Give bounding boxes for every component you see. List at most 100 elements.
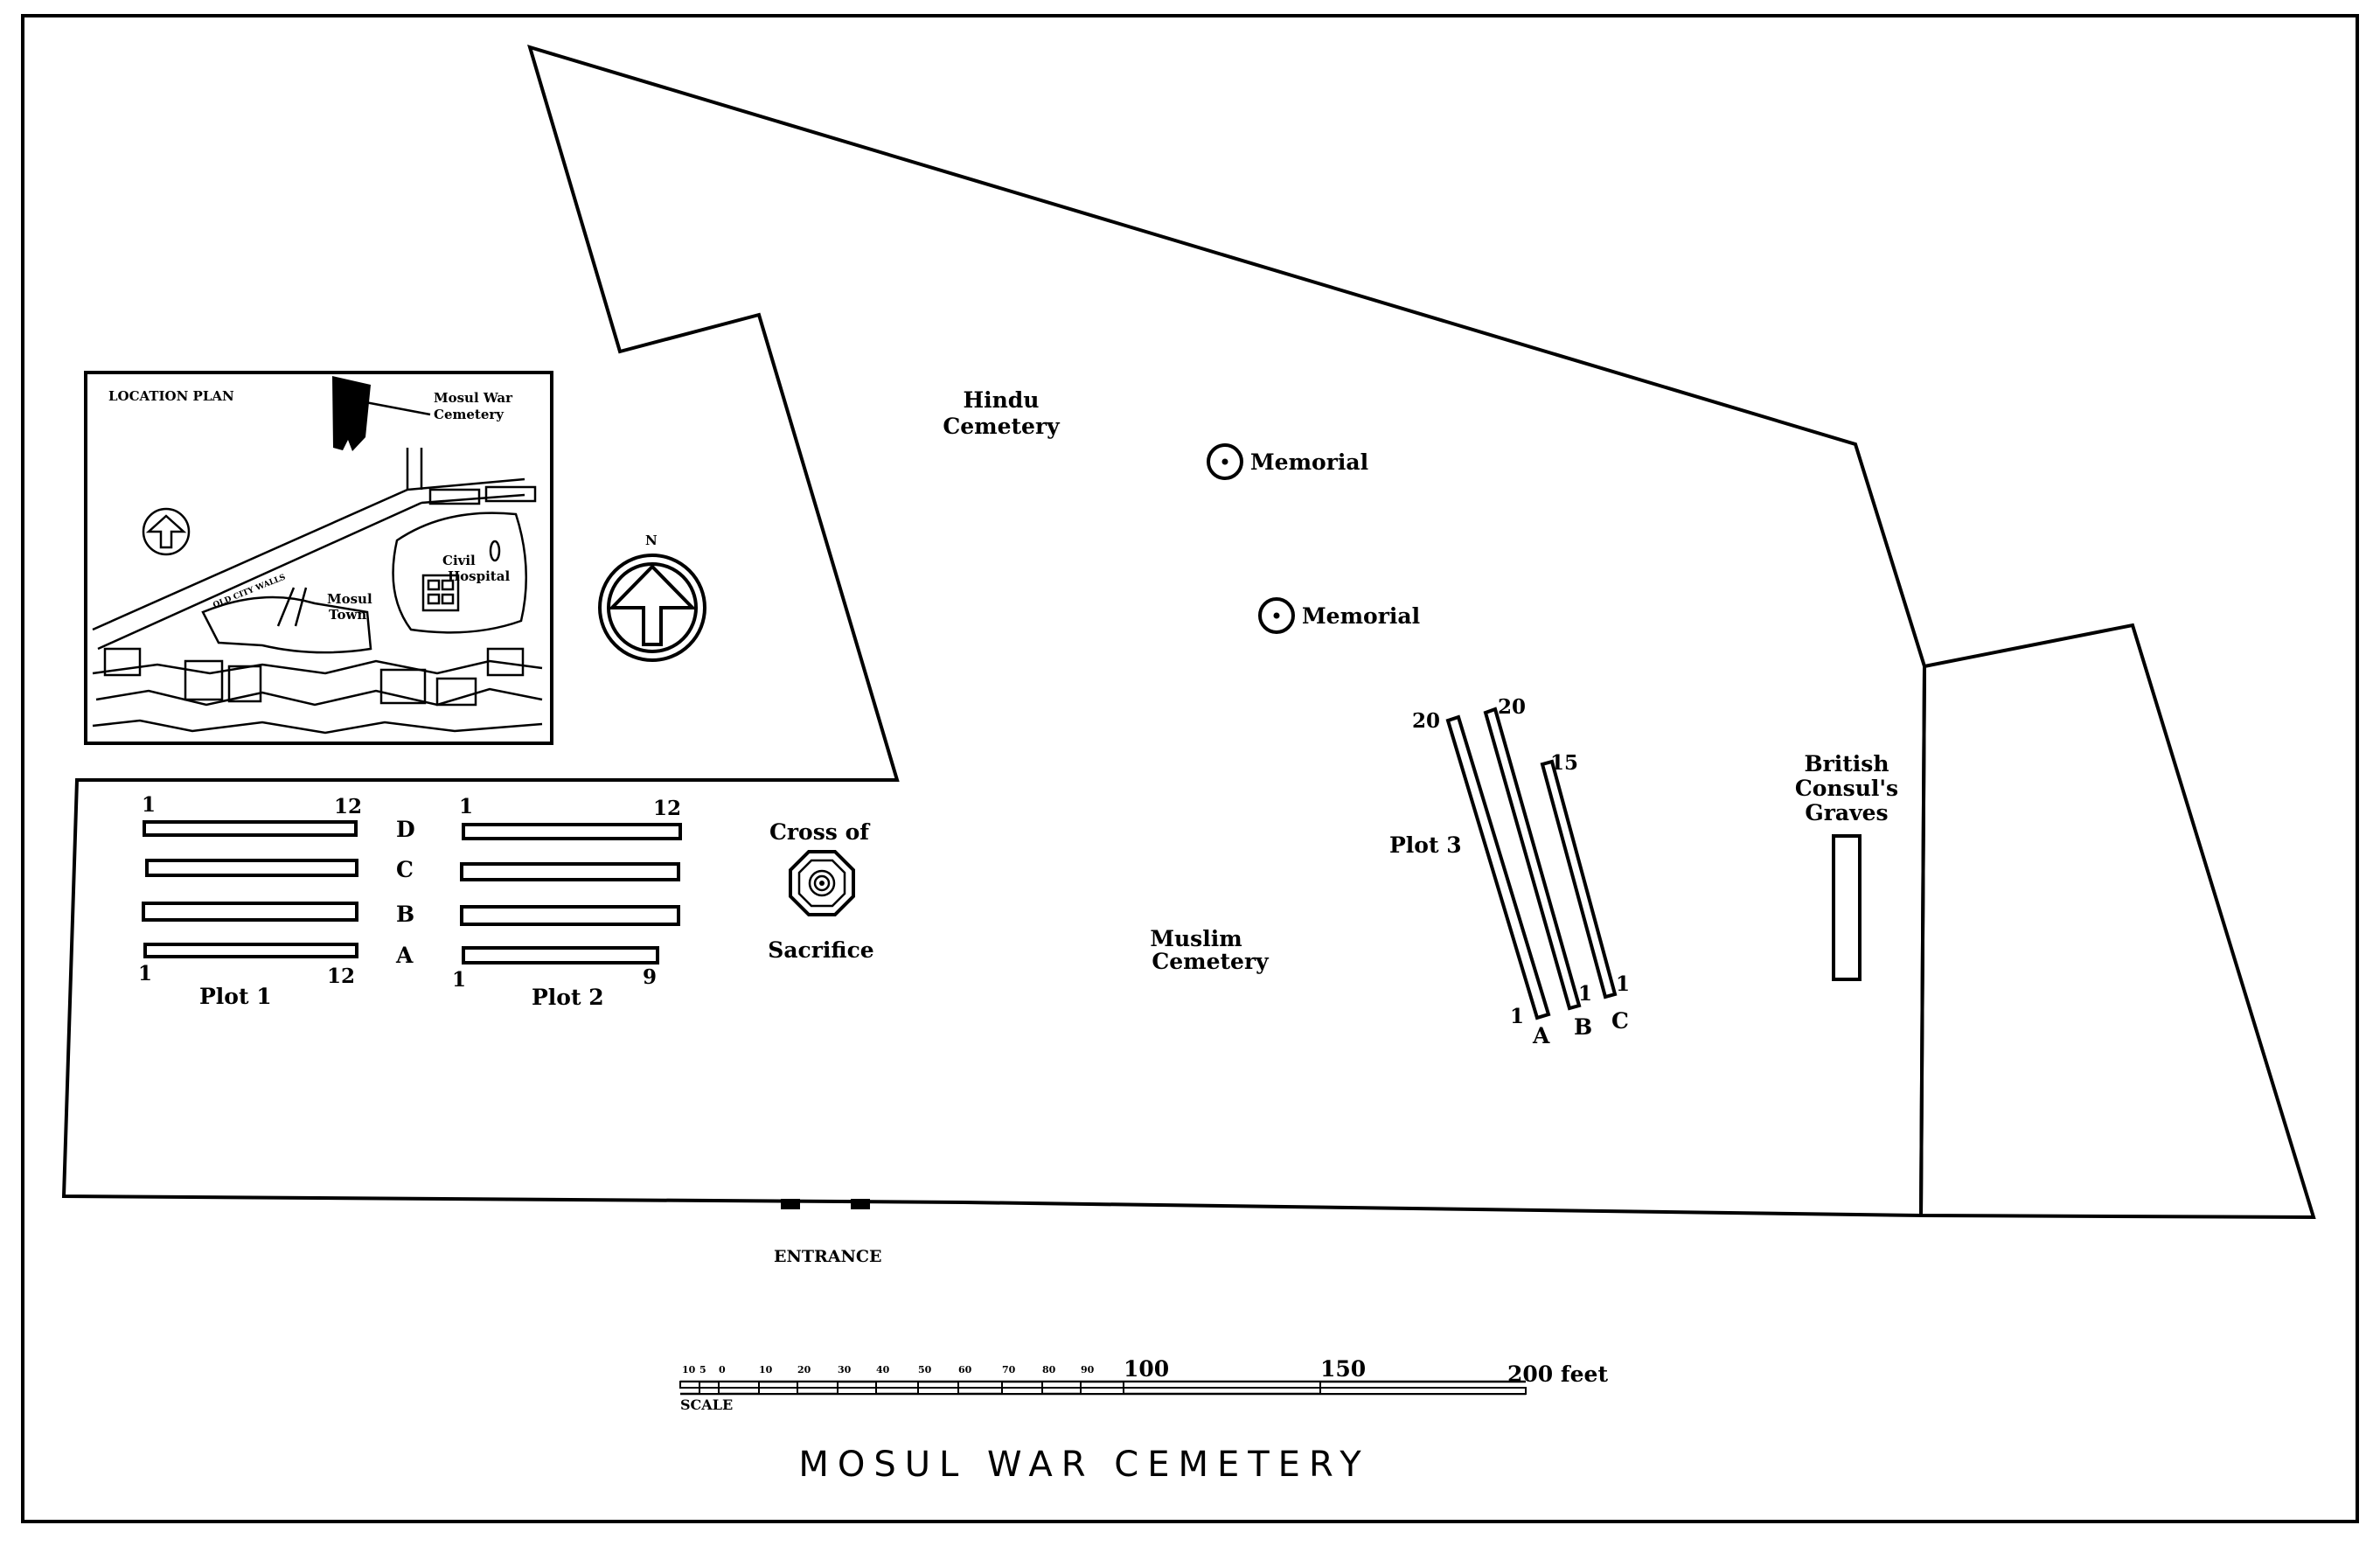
plot3-row-b-letter: B — [1574, 1014, 1592, 1040]
hindu-cemetery-label-1: Hindu — [964, 387, 1040, 413]
plot1-name: Plot 1 — [199, 984, 272, 1009]
scale-segment — [758, 1387, 798, 1395]
scale-end-label: 200 feet — [1507, 1361, 1608, 1387]
row-letter-d: D — [396, 817, 415, 842]
scale-tick-label: 80 — [1042, 1364, 1056, 1375]
plot3-row-c-start: 1 — [1616, 972, 1630, 996]
british-graves-label-1: British — [1804, 751, 1889, 776]
scale-tick-label: 0 — [719, 1364, 726, 1375]
location-plan-title: LOCATION PLAN — [108, 388, 234, 404]
scale-segment — [917, 1387, 959, 1395]
muslim-cemetery-label-1: Muslim — [1150, 926, 1242, 951]
inset-cemetery-label-2: Cemetery — [434, 407, 505, 422]
map-frame — [21, 14, 2359, 1523]
plot2-top-left: 1 — [459, 795, 473, 818]
inset-town-label-2: Town — [329, 607, 366, 623]
scale-segment — [957, 1381, 1003, 1389]
scale-segment — [1041, 1381, 1082, 1389]
gate-post-left — [781, 1199, 800, 1209]
plot3-name: Plot 3 — [1389, 832, 1462, 858]
memorial-south: Memorial — [1258, 597, 1420, 634]
plot2-row-a — [462, 946, 659, 965]
plot1-top-right: 12 — [334, 795, 362, 818]
map-title: MOSUL WAR CEMETERY — [798, 1445, 1369, 1485]
plot3-row-c — [1540, 759, 1618, 999]
scale-major-label: 150 — [1320, 1356, 1366, 1382]
location-plan-frame — [84, 371, 553, 745]
plot1-row-a — [143, 943, 358, 958]
row-letter-b: B — [396, 902, 414, 927]
cross-label-2: Sacrifice — [768, 937, 873, 963]
row-letter-c: C — [396, 857, 414, 882]
inset-hospital-label-1: Civil — [442, 553, 476, 568]
memorial-south-label: Memorial — [1302, 603, 1420, 629]
plot3-row-a — [1445, 714, 1551, 1020]
plot-2: 1 12 1 9 Plot 2 — [452, 795, 682, 1010]
muslim-cemetery-label-2: Cemetery — [1152, 949, 1270, 974]
scale-tick-label: 40 — [876, 1364, 890, 1375]
scale-tick-label: 10 — [682, 1364, 696, 1375]
scale-tick-label: 70 — [1002, 1364, 1016, 1375]
row-letter-a: A — [395, 943, 414, 968]
plot3-row-a-end: 20 — [1412, 709, 1440, 733]
plot3-row-c-letter: C — [1611, 1008, 1629, 1034]
plot1-top-left: 1 — [142, 793, 156, 817]
gate-post-right — [851, 1199, 870, 1209]
plot1-bottom-right: 12 — [327, 965, 355, 988]
plot2-row-b — [460, 905, 680, 926]
scale-major-label: 100 — [1124, 1356, 1169, 1382]
cross-of-sacrifice: Cross of Sacrifice — [768, 819, 873, 963]
entrance-label: ENTRANCE — [774, 1247, 882, 1266]
location-plan-inset: LOCATION PLAN Mosul War Cemetery OLD CIT… — [84, 371, 553, 745]
memorial-north: Memorial — [1207, 443, 1368, 480]
inset-cemetery-label-1: Mosul War — [434, 390, 513, 406]
scale-tick-label: 50 — [918, 1364, 932, 1375]
scale-tick-label: 30 — [838, 1364, 852, 1375]
plot1-row-c — [145, 859, 358, 877]
plot2-row-c — [460, 862, 680, 881]
plot2-name: Plot 2 — [532, 985, 604, 1010]
british-graves-label-3: Graves — [1805, 800, 1888, 825]
inset-town-label-1: Mosul — [327, 591, 372, 607]
scale-segment — [1123, 1381, 1321, 1389]
cemetery-boundary — [61, 45, 1927, 1218]
scale-segment — [679, 1381, 700, 1389]
plot2-bottom-left: 1 — [452, 968, 466, 992]
scale-tick-label: 60 — [958, 1364, 972, 1375]
plot2-top-right: 12 — [653, 797, 681, 820]
plot1-row-d — [143, 820, 358, 837]
scale-segment — [1001, 1387, 1043, 1395]
inset-cemetery-shape — [332, 376, 371, 451]
plot3-row-b-start: 1 — [1578, 982, 1592, 1006]
plot2-bottom-right: 9 — [643, 965, 657, 989]
scale-label: SCALE — [680, 1396, 733, 1413]
cross-label-1: Cross of — [769, 819, 871, 845]
plot1-row-b — [142, 902, 358, 922]
scale-segment — [1319, 1387, 1527, 1395]
memorial-north-label: Memorial — [1250, 449, 1368, 475]
scale-segment — [837, 1387, 877, 1395]
plot2-row-d — [462, 823, 682, 840]
plot3-row-a-start: 1 — [1510, 1005, 1524, 1028]
scale-tick-label: 10 — [759, 1364, 773, 1375]
scale-tick-label: 5 — [699, 1364, 706, 1375]
inset-hospital-label-2: Hospital — [448, 568, 510, 584]
scale-tick-label: 90 — [1081, 1364, 1095, 1375]
plot3-row-a-letter: A — [1532, 1023, 1550, 1048]
scale-segment — [718, 1381, 760, 1389]
scale-segment — [699, 1387, 720, 1395]
north-label: N — [645, 533, 658, 548]
british-graves-plot — [1832, 834, 1862, 981]
scale-tick-label: 20 — [797, 1364, 811, 1375]
hindu-cemetery-label-2: Cemetery — [943, 414, 1061, 439]
scale-segment — [875, 1381, 919, 1389]
plot3-row-c-end: 15 — [1550, 751, 1578, 775]
scale-segment — [1080, 1387, 1124, 1395]
plot1-bottom-left: 1 — [138, 962, 152, 985]
plot-3: Plot 3 20 20 15 1 1 1 A B C — [1389, 695, 1630, 1048]
plot3-row-b — [1483, 707, 1582, 1011]
cemetery-annex — [1918, 623, 2316, 1220]
british-graves-label-2: Consul's — [1795, 776, 1898, 801]
